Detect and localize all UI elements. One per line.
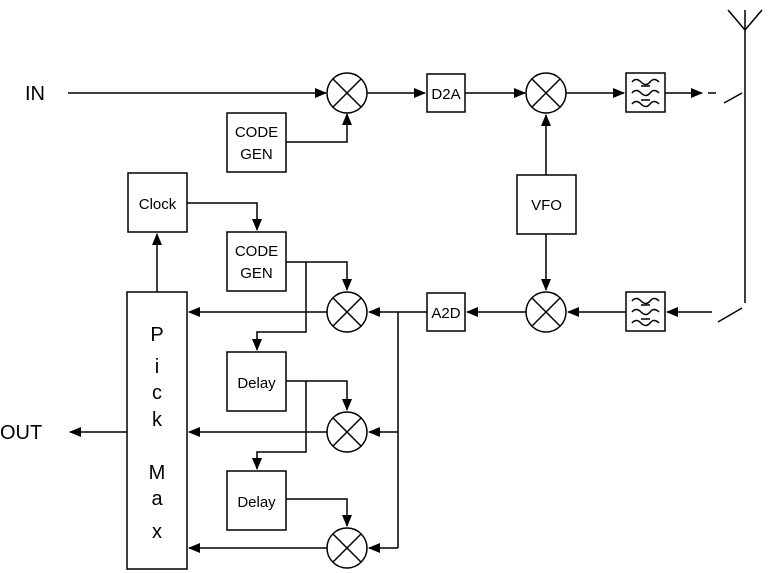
clock-block: Clock xyxy=(127,172,188,233)
svg-text:c: c xyxy=(152,382,162,404)
wire-codegen-to-mixer-1 xyxy=(286,261,352,291)
delay-block-1: Delay xyxy=(226,351,287,412)
correlator-mixer-3 xyxy=(326,527,368,569)
wire-codegen-to-mixer xyxy=(286,113,352,143)
tx-switch-blade xyxy=(723,92,743,104)
svg-text:k: k xyxy=(152,409,163,431)
svg-text:Clock: Clock xyxy=(139,196,177,213)
delay-block-2: Delay xyxy=(226,470,287,531)
svg-text:CODE: CODE xyxy=(235,124,278,141)
code-gen-mid: CODE GEN xyxy=(226,231,287,292)
input-label: IN xyxy=(25,83,45,105)
code-gen-top: CODE GEN xyxy=(226,112,287,173)
output-label: OUT xyxy=(0,422,42,444)
svg-text:CODE: CODE xyxy=(235,243,278,260)
wire-delay-1-to-delay-2 xyxy=(252,381,307,470)
wire-codegen-to-delay-1 xyxy=(252,262,307,351)
antenna-icon xyxy=(727,9,763,303)
svg-text:Delay: Delay xyxy=(237,494,276,511)
tx-bandpass-filter-icon xyxy=(625,72,666,113)
correlator-mixer-1 xyxy=(326,291,368,333)
correlator-mixer-2 xyxy=(326,411,368,453)
tx-mixer-2 xyxy=(525,72,567,114)
svg-text:Delay: Delay xyxy=(237,375,276,392)
tx-mixer-1 xyxy=(326,72,368,114)
svg-text:x: x xyxy=(152,521,162,543)
d2a-block: D2A xyxy=(426,73,466,113)
wire-delay-2-to-mixer-3 xyxy=(286,498,352,527)
vfo-block: VFO xyxy=(516,174,577,235)
a2d-block: A2D xyxy=(426,292,466,332)
svg-text:VFO: VFO xyxy=(531,197,562,214)
svg-text:D2A: D2A xyxy=(431,86,460,103)
rx-switch-blade xyxy=(717,307,743,323)
svg-text:A2D: A2D xyxy=(431,305,460,322)
svg-text:a: a xyxy=(151,488,163,510)
svg-text:i: i xyxy=(155,356,159,378)
wire-delay-1-to-mixer-2 xyxy=(286,380,352,411)
svg-text:GEN: GEN xyxy=(240,265,273,282)
wire-clock-to-codegen xyxy=(187,202,262,231)
svg-text:P: P xyxy=(150,324,163,346)
svg-text:GEN: GEN xyxy=(240,146,273,163)
rx-mixer xyxy=(525,291,567,333)
pick-max-block: P i c k M a x xyxy=(126,291,188,570)
rx-bandpass-filter-icon xyxy=(625,291,666,332)
svg-text:M: M xyxy=(149,462,166,484)
